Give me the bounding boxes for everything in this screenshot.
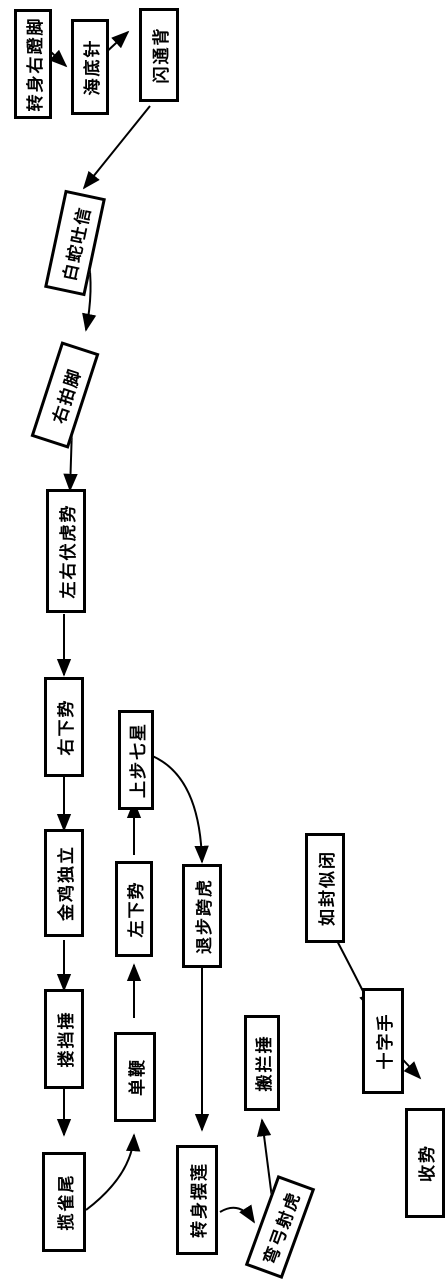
node-label: 收势	[417, 1144, 438, 1182]
node-shangbu-qixing: 上步七星	[118, 710, 154, 810]
node-jinji-duli: 金鸡独立	[44, 829, 84, 937]
arrow-n10-n11	[85, 1133, 141, 1211]
node-haidizhen: 海底针	[71, 19, 109, 115]
node-label: 左下势	[126, 880, 147, 938]
node-label: 海底针	[82, 38, 103, 96]
node-label: 搂挡捶	[56, 1010, 77, 1068]
node-label: 金鸡独立	[56, 845, 77, 921]
node-tuibu-kuahu: 退步跨虎	[182, 864, 222, 968]
node-label: 十字手	[375, 1012, 396, 1070]
node-you-xiashi: 右下势	[44, 677, 84, 777]
node-label: 右下势	[56, 698, 77, 756]
node-shoushi: 收势	[405, 1108, 445, 1218]
node-zuoyou-fuhushi: 左右伏虎势	[46, 489, 86, 613]
node-shantongbei: 闪通背	[139, 8, 179, 102]
node-label: 闪通背	[151, 26, 172, 84]
node-lanquewei: 揽雀尾	[42, 1152, 86, 1252]
node-label: 转身摆莲	[189, 1162, 210, 1238]
node-label: 上步七星	[128, 722, 149, 798]
node-zuo-xiashi: 左下势	[115, 861, 153, 957]
node-label: 搬拦捶	[254, 1034, 275, 1092]
node-loudangchui: 搂挡捶	[44, 989, 84, 1089]
node-label: 转身右蹬脚	[25, 16, 46, 112]
node-label: 揽雀尾	[56, 1173, 77, 1231]
arrow-n16-n17	[256, 1118, 273, 1199]
arrow-n3-n4	[82, 105, 151, 190]
node-zhuanshen-youdengjiao: 转身右蹬脚	[14, 9, 52, 119]
node-rufeng-sibi: 如封似闭	[305, 833, 345, 943]
node-zhuanshen-bailian: 转身摆莲	[176, 1145, 218, 1255]
node-label: 退步跨虎	[194, 878, 215, 954]
node-label: 左右伏虎势	[58, 503, 79, 599]
node-banlanchui: 搬拦捶	[244, 1015, 280, 1111]
node-label: 如封似闭	[317, 850, 338, 926]
node-label: 单鞭	[127, 1058, 148, 1096]
node-label: 白蛇吐信	[59, 204, 96, 283]
node-shizishou: 十字手	[362, 988, 404, 1094]
node-danbian: 单鞭	[114, 1032, 156, 1122]
arrow-n13-n14	[149, 754, 209, 864]
arrow-n15-n16	[219, 1204, 255, 1224]
